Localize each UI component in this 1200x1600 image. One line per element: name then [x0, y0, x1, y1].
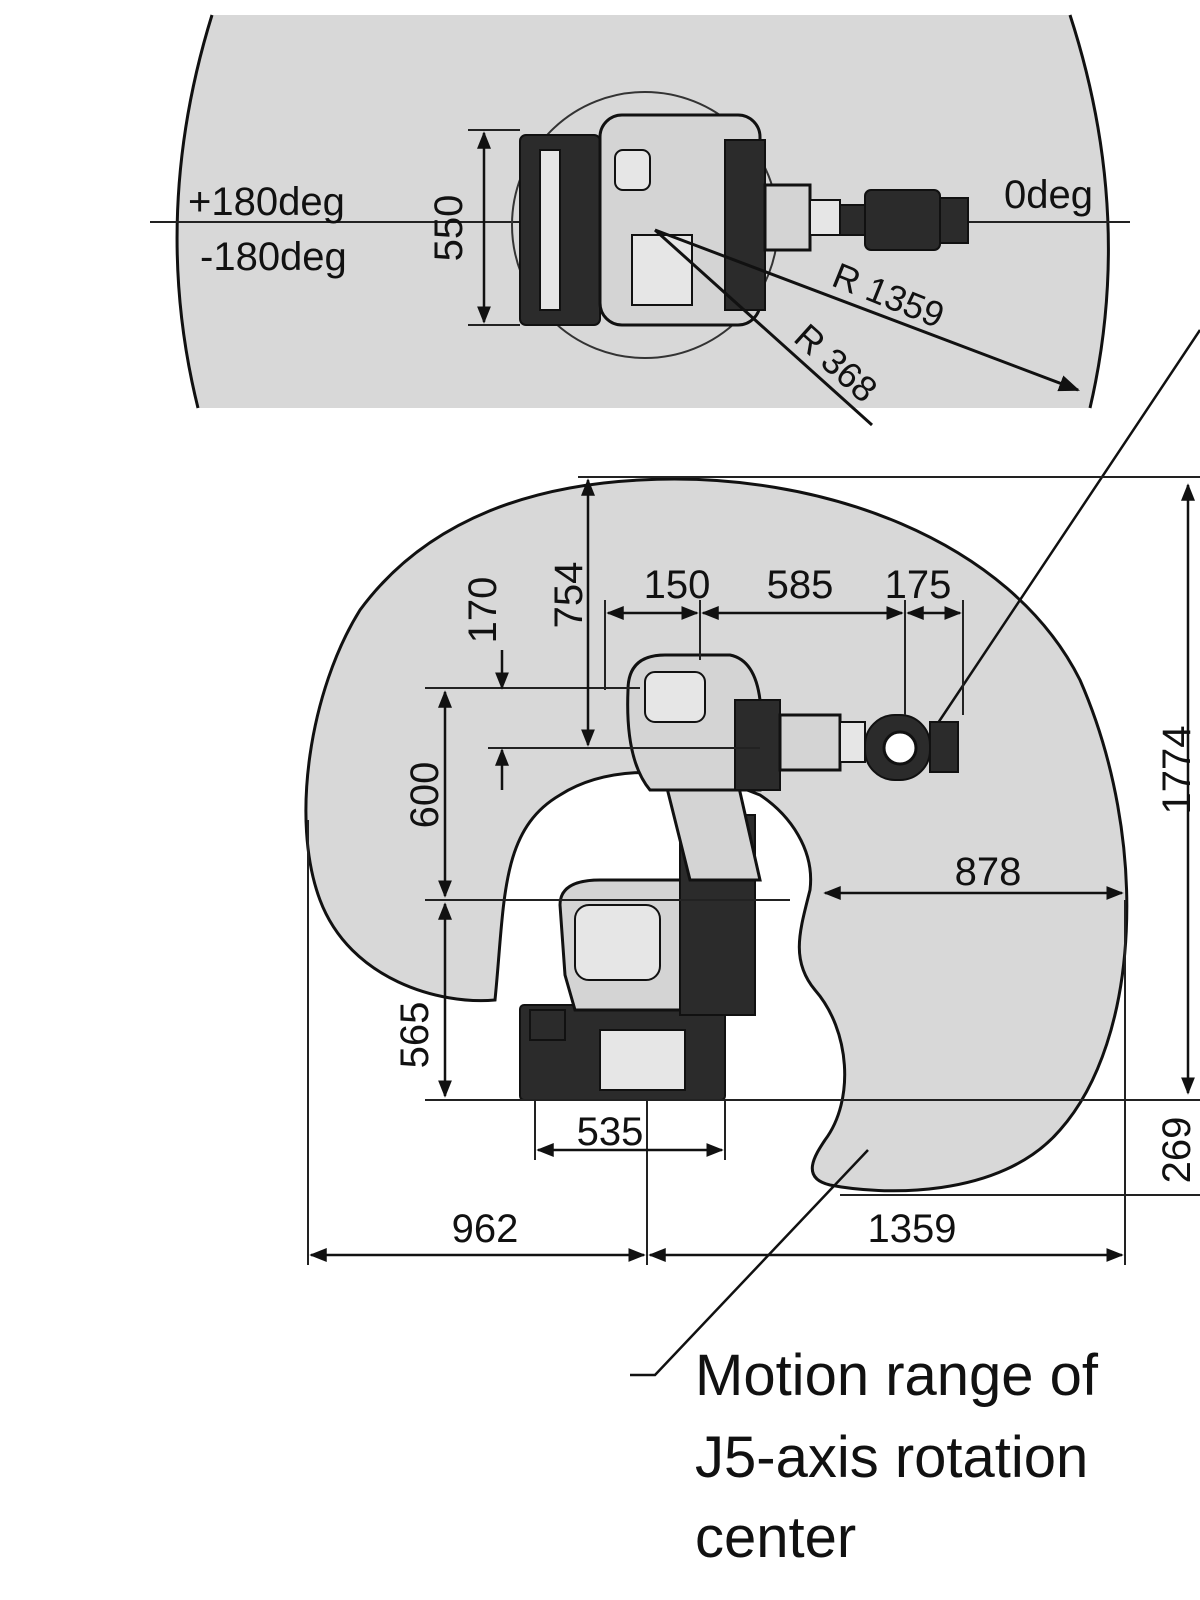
note-line-2: J5-axis rotation: [695, 1425, 1088, 1490]
robot-side-silhouette: [519, 653, 959, 1101]
dim-878: 878: [955, 850, 1022, 894]
leader-line-upper: [928, 329, 1200, 736]
robot-top-silhouette: [519, 113, 1080, 427]
j5-motion-range-note: Motion range of J5-axis rotation center: [695, 1343, 1099, 1570]
dim-585: 585: [767, 563, 834, 607]
angle-minus-180: -180deg: [200, 235, 347, 279]
dim-754: 754: [547, 562, 591, 629]
dim-535: 535: [577, 1110, 644, 1154]
dim-1774: 1774: [1155, 726, 1199, 815]
top-view: 550 +180deg -180deg 0deg R 1359 R 368: [150, 14, 1130, 427]
note-line-1: Motion range of: [695, 1343, 1099, 1408]
dim-962: 962: [452, 1207, 519, 1251]
leader-line-note: [630, 1149, 869, 1377]
dim-150: 150: [644, 563, 711, 607]
dim-1359: 1359: [868, 1207, 957, 1251]
note-line-3: center: [695, 1505, 856, 1570]
top-view-right-boundary: [1068, 14, 1110, 409]
dim-565: 565: [393, 1002, 437, 1069]
dim-170: 170: [461, 577, 505, 644]
angle-zero: 0deg: [1004, 173, 1093, 217]
side-view: 754 170 600 565 150 585 175 878 535 962 …: [304, 329, 1200, 1377]
top-view-left-boundary: [175, 14, 214, 409]
dim-269: 269: [1155, 1117, 1199, 1184]
dim-175: 175: [885, 563, 952, 607]
dim-600: 600: [403, 762, 447, 829]
top-dim-550: 550: [427, 195, 471, 262]
angle-plus-180: +180deg: [188, 180, 345, 224]
